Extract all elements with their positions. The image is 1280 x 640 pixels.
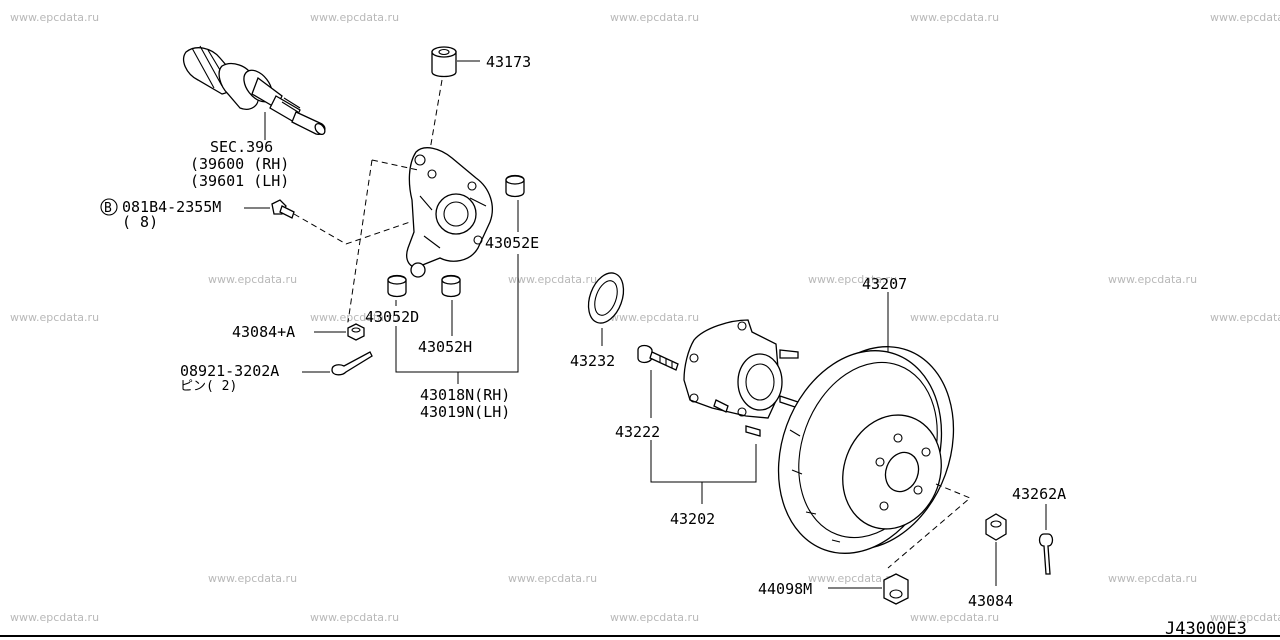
pin-qty-label: ピン( 2)	[180, 379, 237, 394]
bolt-qty-label: ( 8)	[122, 213, 158, 231]
nut-43084a-illustration	[347, 323, 365, 341]
watermark: www.epcdata.ru	[610, 311, 699, 324]
part-label-43232[interactable]: 43232	[570, 352, 615, 370]
watermark: www.epcdata.ru	[1210, 11, 1280, 24]
assembly-line	[293, 213, 411, 245]
assembly-line	[347, 159, 373, 323]
cotter-pin-43262a-illustration	[1038, 533, 1054, 575]
part-label-43202[interactable]: 43202	[670, 510, 715, 528]
watermark: www.epcdata.ru	[610, 611, 699, 624]
part-label-43173[interactable]: 43173	[486, 53, 531, 71]
nut-43084-illustration	[985, 513, 1007, 541]
sec-label: SEC.396	[210, 138, 273, 156]
screw-44098m-illustration	[883, 573, 909, 605]
brake-disc-43207-illustration	[777, 346, 955, 554]
hub-bolt-43222-illustration	[637, 344, 679, 371]
watermark: www.epcdata.ru	[610, 11, 699, 24]
assembly-line	[429, 79, 443, 151]
part-label-43052e[interactable]: 43052E	[485, 234, 539, 252]
assembly-line	[887, 483, 971, 569]
assembly-line	[371, 159, 419, 171]
knuckle-rh-label: 43018N(RH)	[420, 386, 510, 404]
watermark: www.epcdata.ru	[10, 311, 99, 324]
bolt-marker-letter: B	[104, 201, 112, 216]
part-label-08921-3202a[interactable]: 08921-3202A ピン( 2)	[180, 362, 279, 394]
part-label-43222[interactable]: 43222	[615, 423, 660, 441]
watermark: www.epcdata.ru	[1210, 311, 1280, 324]
bolt-marker-circle	[100, 198, 118, 216]
cap-43173-illustration	[431, 46, 457, 78]
watermark: www.epcdata.ru	[310, 611, 399, 624]
watermark: www.epcdata.ru	[10, 11, 99, 24]
cotter-pin-illustration	[331, 351, 373, 376]
group-bracket	[395, 254, 519, 384]
part-label-43084[interactable]: 43084	[968, 592, 1013, 610]
watermark: www.epcdata.ru	[10, 611, 99, 624]
watermark: www.epcdata.ru	[508, 273, 597, 286]
seal-43232-illustration	[587, 272, 625, 324]
watermark: www.epcdata.ru	[310, 11, 399, 24]
pin-code-label: 08921-3202A	[180, 362, 279, 380]
bolt-code-label: 081B4-2355M	[122, 198, 221, 216]
watermark: www.epcdata.ru	[1108, 572, 1197, 585]
watermark: www.epcdata.ru	[910, 11, 999, 24]
watermark: www.epcdata.ru	[808, 572, 897, 585]
watermark-layer: www.epcdata.ru www.epcdata.ru www.epcdat…	[10, 11, 1280, 624]
diagram-code: J43000E3	[1165, 619, 1247, 639]
part-label-081b4-2355m[interactable]: 081B4-2355M ( 8)	[122, 198, 221, 231]
part-label-43084-a[interactable]: 43084+A	[232, 323, 295, 341]
watermark: www.epcdata.ru	[1108, 273, 1197, 286]
part-label-43052h[interactable]: 43052H	[418, 338, 472, 356]
watermark: www.epcdata.ru	[1210, 611, 1280, 624]
hub-43202-illustration	[683, 319, 799, 437]
sec-lh-label: (39601 (LH)	[190, 172, 289, 190]
watermark: www.epcdata.ru	[208, 572, 297, 585]
watermark: www.epcdata.ru	[508, 572, 597, 585]
part-label-43207[interactable]: 43207	[862, 275, 907, 293]
knuckle-lh-label: 43019N(LH)	[420, 403, 510, 421]
group-bracket	[650, 440, 757, 504]
knuckle-illustration	[406, 147, 493, 278]
part-label-43018n-43019n[interactable]: 43018N(RH) 43019N(LH)	[420, 386, 510, 421]
watermark: www.epcdata.ru	[910, 311, 999, 324]
watermark: www.epcdata.ru	[208, 273, 297, 286]
bolt-081b4-illustration	[271, 199, 295, 219]
bushing-43052d-illustration	[387, 274, 407, 298]
watermark: www.epcdata.ru	[310, 311, 399, 324]
part-label-43052d[interactable]: 43052D	[365, 308, 419, 326]
watermark: www.epcdata.ru	[910, 611, 999, 624]
part-label-44098m[interactable]: 44098M	[758, 580, 812, 598]
drive-shaft-illustration	[183, 45, 326, 135]
bushing-43052h-illustration	[441, 274, 461, 298]
bushing-43052e-illustration	[505, 174, 525, 198]
watermark: www.epcdata.ru	[808, 273, 897, 286]
sec-rh-label: (39600 (RH)	[190, 155, 289, 173]
part-label-sec-396[interactable]: SEC.396 (39600 (RH) (39601 (LH)	[190, 138, 289, 190]
part-label-43262a[interactable]: 43262A	[1012, 485, 1066, 503]
